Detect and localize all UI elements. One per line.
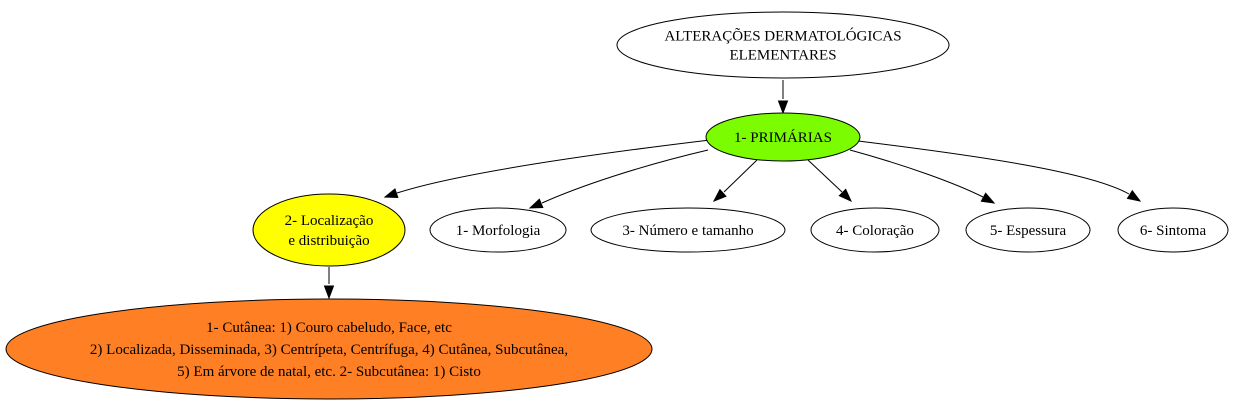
node-label-sintoma-0: 6- Sintoma (1140, 223, 1207, 239)
node-label-primarias-0: 1- PRIMÁRIAS (734, 129, 832, 146)
node-sintoma: 6- Sintoma (1117, 207, 1229, 253)
edge-arrowhead-root-primarias (777, 100, 789, 115)
node-label-espessura-0: 5- Espessura (990, 223, 1067, 239)
edge-line-primarias-espessura (849, 149, 984, 198)
node-label-numero-0: 3- Número e tamanho (622, 223, 753, 239)
edge-primarias-sintoma (857, 140, 1142, 202)
node-shape-detalhe (5, 298, 653, 400)
node-label-detalhe-2: 5) Em árvore de natal, etc. 2- Subcutâne… (177, 364, 481, 380)
edge-primarias-coloracao (807, 159, 853, 203)
edge-primarias-localizacao (383, 139, 711, 199)
node-localizacao: 2- Localização e distribuição (252, 193, 406, 267)
edge-arrowhead-primarias-espessura (980, 192, 996, 204)
node-shape-root (616, 11, 950, 79)
edge-primarias-espessura (849, 149, 996, 204)
node-label-localizacao-1: e distribuição (288, 233, 369, 249)
edge-primarias-morfologia (528, 149, 709, 209)
edge-line-primarias-numero (723, 159, 758, 193)
edge-primarias-numero (712, 159, 758, 202)
node-coloracao: 4- Coloração (810, 207, 940, 253)
edge-line-primarias-localizacao (396, 139, 711, 194)
node-espessura: 5- Espessura (965, 207, 1091, 253)
node-shape-numero (590, 207, 786, 253)
edge-arrowhead-primarias-morfologia (528, 198, 544, 209)
edge-line-primarias-sintoma (857, 140, 1130, 195)
node-shape-primarias (705, 112, 861, 162)
node-label-root-0: ALTERAÇÕES DERMATOLÓGICAS (664, 28, 901, 45)
edge-arrowhead-primarias-sintoma (1126, 189, 1142, 202)
edge-line-primarias-morfologia (541, 149, 709, 204)
node-shape-morfologia (429, 207, 567, 253)
edges-layer (323, 80, 1142, 300)
node-label-detalhe-1: 2) Localizada, Disseminada, 3) Centrípet… (90, 342, 568, 358)
node-label-detalhe-0: 1- Cutânea: 1) Couro cabeludo, Face, etc (206, 320, 452, 336)
edge-arrowhead-localizacao-detalhe (323, 285, 335, 300)
node-shape-coloracao (810, 207, 940, 253)
node-shape-espessura (965, 207, 1091, 253)
node-label-localizacao-0: 2- Localização (285, 213, 374, 229)
edge-root-primarias (777, 80, 789, 115)
edge-localizacao-detalhe (323, 267, 335, 300)
node-label-root-1: ELEMENTARES (729, 48, 836, 64)
edge-arrowhead-primarias-localizacao (383, 188, 399, 199)
node-root: ALTERAÇÕES DERMATOLÓGICAS ELEMENTARES (616, 11, 950, 79)
node-label-coloracao-0: 4- Coloração (836, 223, 914, 239)
node-detalhe: 1- Cutânea: 1) Couro cabeludo, Face, etc… (5, 298, 653, 400)
node-shape-localizacao (252, 193, 406, 267)
node-numero: 3- Número e tamanho (590, 207, 786, 253)
node-primarias: 1- PRIMÁRIAS (705, 112, 861, 162)
node-morfologia: 1- Morfologia (429, 207, 567, 253)
edge-arrowhead-primarias-coloracao (838, 188, 853, 203)
edge-arrowhead-primarias-numero (712, 188, 727, 202)
nodes-layer: ALTERAÇÕES DERMATOLÓGICAS ELEMENTARES 1- P… (5, 11, 1229, 400)
edge-line-primarias-coloracao (807, 159, 843, 193)
node-label-morfologia-0: 1- Morfologia (456, 223, 541, 239)
node-shape-sintoma (1117, 207, 1229, 253)
